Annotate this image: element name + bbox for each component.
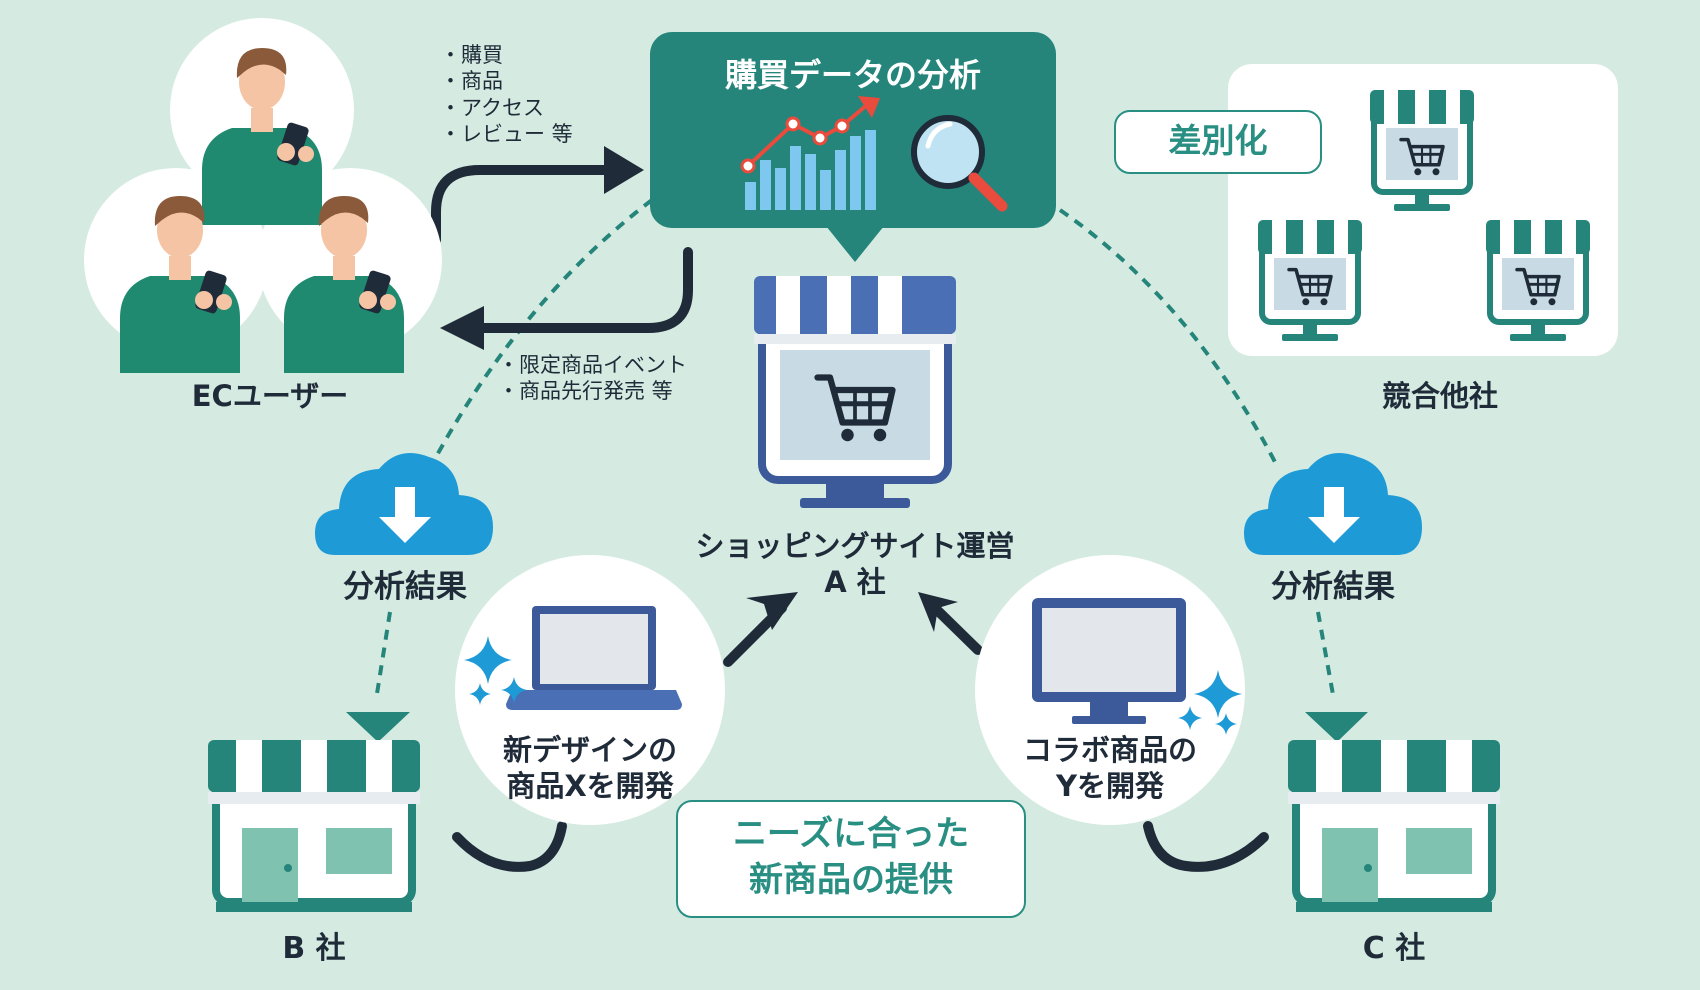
company-a-line2: A 社 xyxy=(824,565,886,600)
cloud-download-icon xyxy=(1244,453,1422,555)
differentiation-badge: 差別化 xyxy=(1114,110,1322,174)
cloud-download-icon xyxy=(315,453,493,555)
store-icon xyxy=(208,740,420,912)
analysis-input-item: 商品 xyxy=(440,68,573,94)
company-a-label: ショッピングサイト運営 A 社 xyxy=(640,528,1070,601)
shop-monitor-icon xyxy=(1370,90,1474,211)
analysis-output-list: 限定商品イベント 商品先行発売 等 xyxy=(498,352,687,405)
needs-badge: ニーズに合った 新商品の提供 xyxy=(676,800,1026,918)
product-x-label: 新デザインの 商品Xを開発 xyxy=(490,732,690,805)
results-right-label: 分析結果 xyxy=(1271,569,1395,605)
flow-arrows xyxy=(431,165,1269,872)
chart-icon xyxy=(740,96,880,210)
magnifier-icon xyxy=(911,115,1008,212)
company-a-line1: ショッピングサイト運営 xyxy=(695,529,1015,563)
laptop-icon xyxy=(506,606,682,710)
ec-users-illustration xyxy=(84,18,442,373)
product-x-line1: 新デザインの xyxy=(502,733,677,767)
dashed-arrowheads xyxy=(346,712,1368,742)
company-b-label: B 社 xyxy=(282,931,346,966)
analysis-input-item: 購買 xyxy=(440,42,573,68)
competitors-label: 競合他社 xyxy=(1381,379,1498,413)
analysis-output-item: 商品先行発売 等 xyxy=(498,378,687,404)
needs-line2: 新商品の提供 xyxy=(749,859,953,900)
needs-line1: ニーズに合った xyxy=(732,814,970,854)
product-x-line2: 商品Xを開発 xyxy=(506,769,674,804)
product-y-line1: コラボ商品の xyxy=(1022,733,1197,767)
results-left-label: 分析結果 xyxy=(343,569,467,605)
desktop-monitor-icon xyxy=(1032,598,1186,724)
store-icon xyxy=(1288,740,1500,912)
product-y-label: コラボ商品の Yを開発 xyxy=(1010,732,1210,805)
company-c-label: C 社 xyxy=(1362,931,1426,966)
analysis-input-list: 購買 商品 アクセス レビュー 等 xyxy=(440,42,573,148)
analysis-title: 購買データの分析 xyxy=(724,56,981,94)
ec-users-label: ECユーザー xyxy=(191,379,349,413)
shop-monitor-icon xyxy=(1486,220,1590,341)
analysis-input-item: レビュー 等 xyxy=(440,121,573,147)
analysis-input-item: アクセス xyxy=(440,95,573,121)
shop-monitor-icon xyxy=(1258,220,1362,341)
product-y-line2: Yを開発 xyxy=(1056,769,1164,804)
flow-arrowheads xyxy=(440,146,958,632)
dashed-connectors xyxy=(374,198,1336,701)
analysis-output-item: 限定商品イベント xyxy=(498,352,687,378)
shop-monitor-icon xyxy=(754,276,956,508)
analysis-pointer xyxy=(826,226,884,262)
